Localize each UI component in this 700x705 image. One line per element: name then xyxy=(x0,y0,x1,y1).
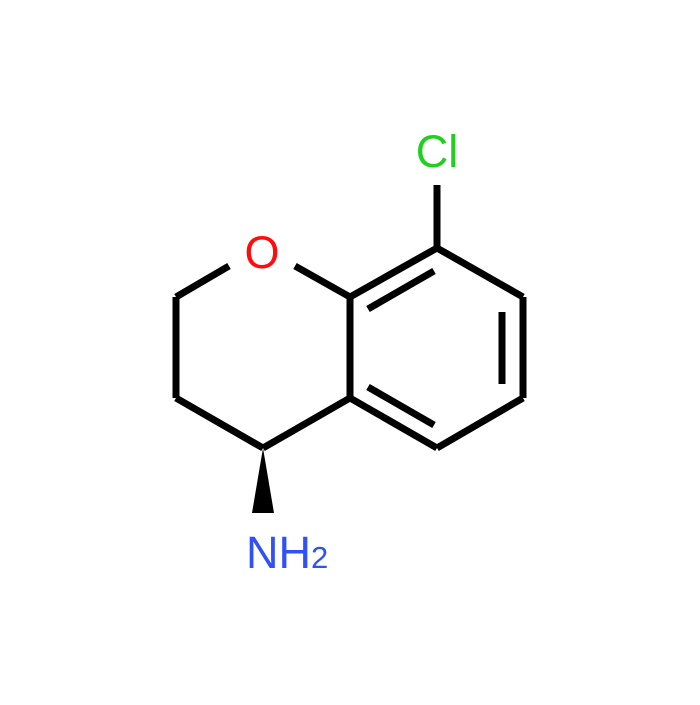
amine-subscript: 2 xyxy=(311,540,328,575)
atom-amine-label: NH2 xyxy=(246,527,328,578)
atom-chlorine-label: Cl xyxy=(416,126,459,177)
wedge-bond-c4-n xyxy=(252,448,274,513)
bond-c5-c6 xyxy=(348,394,439,452)
bond-c5-c6-inner xyxy=(366,383,436,429)
bond-c8a-c8 xyxy=(348,244,439,301)
bond-c8-c8a xyxy=(435,244,525,301)
bond-c8a-o xyxy=(293,262,352,301)
bond-c4-c4a xyxy=(261,394,352,452)
amine-nh-label: NH xyxy=(246,527,311,578)
bond-o-c2 xyxy=(174,262,231,301)
atom-oxygen-label: O xyxy=(244,227,279,278)
bond-c3-c4 xyxy=(174,394,265,452)
bond-c8a-c8-inner xyxy=(366,267,436,313)
bond-c6-c7 xyxy=(435,394,525,452)
bond-layer xyxy=(172,185,527,452)
